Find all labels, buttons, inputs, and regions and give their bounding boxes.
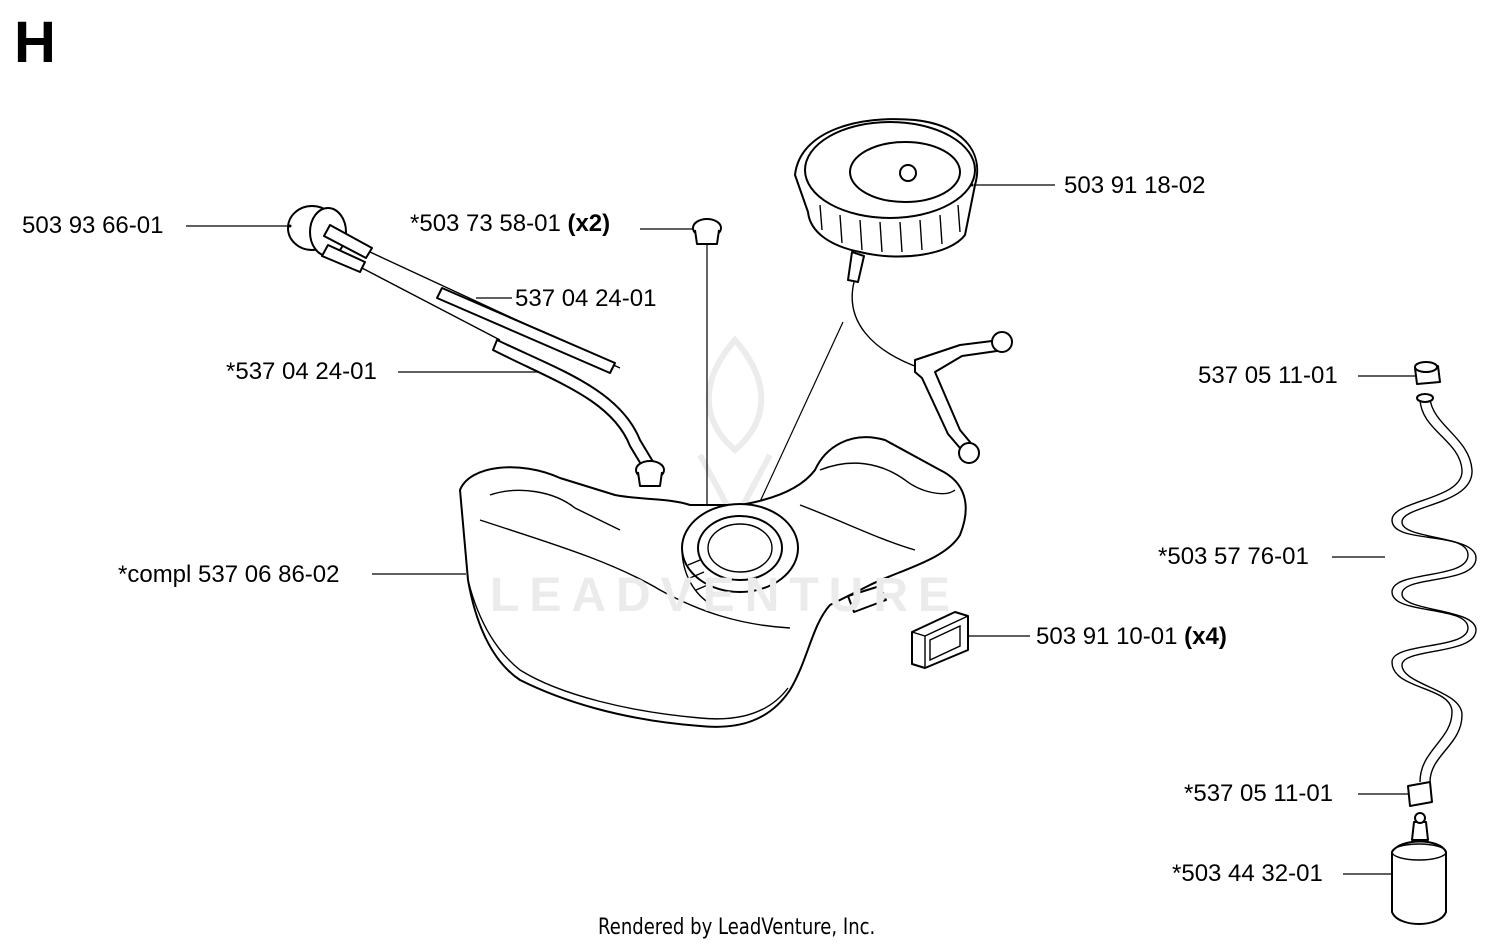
footer-credit: Rendered by LeadVenture, Inc. [598, 915, 876, 940]
callout-fuel-hose-optional: *537 04 24-01 [226, 358, 377, 385]
section-letter: H [14, 10, 56, 75]
callout-fuel-cap: 503 91 18-02 [1064, 172, 1206, 199]
fuel-cap [794, 118, 1013, 464]
watermark-text: LEADVENTURE [490, 569, 961, 622]
callout-coiled-fuel-line: *503 57 76-01 [1158, 543, 1309, 570]
callout-rubber-pad: 503 91 10-01 (x4) [1036, 623, 1227, 650]
watermark-logo [697, 335, 773, 527]
callout-grommet: *503 73 58-01 (x2) [410, 210, 611, 237]
callout-fuel-hose: 537 04 24-01 [515, 285, 657, 312]
callout-markers [288, 183, 974, 228]
quantity-badge: (x4) [1184, 623, 1227, 650]
callout-fuel-filter: *503 44 32-01 [1172, 860, 1323, 887]
callout-primer-bulb: 503 93 66-01 [22, 212, 164, 239]
fuel-hoses [436, 287, 659, 477]
fuel-tank [459, 436, 967, 728]
quantity-badge: (x2) [567, 210, 611, 237]
grommets [635, 218, 722, 487]
callout-hose-nipple-top: 537 05 11-01 [1198, 362, 1338, 389]
coiled-fuel-line [1391, 361, 1477, 925]
callout-fuel-tank: *compl 537 06 86-02 [118, 561, 340, 588]
rubber-pad [911, 611, 969, 669]
primer-bulb [287, 205, 621, 369]
callout-hose-nipple-bottom: *537 05 11-01 [1184, 780, 1334, 807]
